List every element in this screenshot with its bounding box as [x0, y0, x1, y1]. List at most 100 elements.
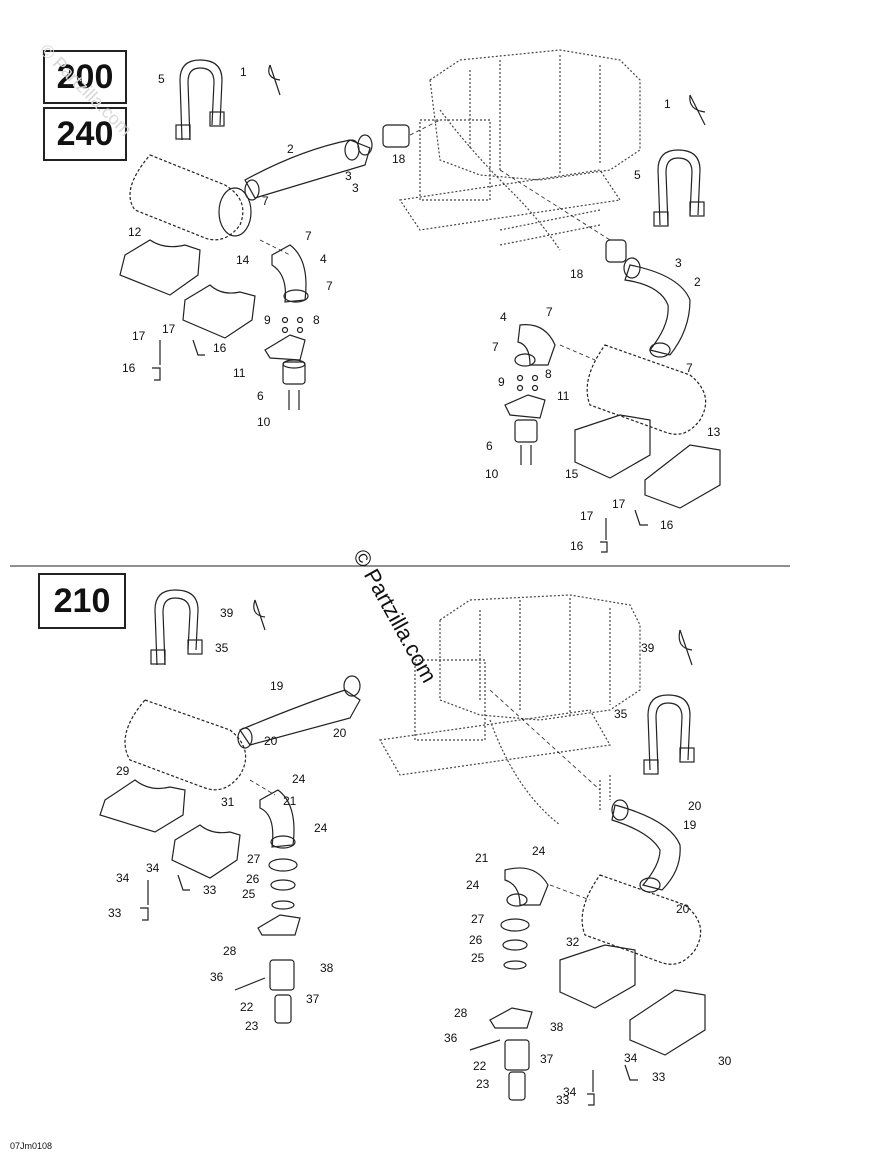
block-31	[171, 824, 241, 879]
callout-bottom-left-37: 37	[306, 992, 320, 1006]
callout-bottom-right-24: 24	[466, 878, 480, 892]
callout-bottom-left-29: 29	[116, 764, 130, 778]
callout-bottom-left-38: 38	[320, 961, 334, 975]
engine-top	[398, 49, 641, 251]
callout-top-right-7: 7	[492, 340, 499, 354]
block-29	[99, 779, 186, 833]
callout-bottom-right-32: 32	[566, 935, 580, 949]
callout-bottom-right-38: 38	[550, 1020, 564, 1034]
callout-top-left-17: 17	[162, 322, 176, 336]
callout-top-right-7: 7	[686, 361, 693, 375]
strap-top-right	[657, 149, 701, 226]
stack-bottom-right	[469, 918, 533, 1101]
callout-top-right-5: 5	[634, 168, 641, 182]
callout-top-left-1: 1	[240, 65, 247, 79]
callout-top-left-2: 2	[287, 142, 294, 156]
callout-top-left-16: 16	[213, 341, 227, 355]
strap-bottom-left	[154, 589, 199, 666]
callout-bottom-left-20: 20	[333, 726, 347, 740]
strap-top-left	[179, 59, 223, 141]
callout-top-right-10: 10	[485, 467, 499, 481]
elbow-top-left	[271, 244, 307, 303]
callout-bottom-right-34: 34	[563, 1085, 577, 1099]
callout-bottom-left-39: 39	[220, 606, 234, 620]
block-12	[119, 239, 201, 296]
callout-bottom-left-33: 33	[108, 906, 122, 920]
callout-bottom-right-19: 19	[683, 818, 697, 832]
callout-bottom-left-34: 34	[146, 861, 160, 875]
callout-top-left-12: 12	[128, 225, 142, 239]
callout-bottom-left-33: 33	[203, 883, 217, 897]
callout-bottom-right-22: 22	[473, 1059, 487, 1073]
fasteners-top-left	[264, 316, 306, 410]
elbow-bottom-right	[504, 867, 549, 906]
callout-bottom-right-26: 26	[469, 933, 483, 947]
callout-bottom-right-36: 36	[444, 1031, 458, 1045]
callout-top-left-11: 11	[233, 366, 246, 380]
callout-bottom-left-22: 22	[240, 1000, 254, 1014]
hose-top-right	[624, 264, 691, 356]
hose-bottom-left	[239, 689, 361, 746]
hose-bottom-right	[611, 804, 681, 891]
brackets-top-left	[152, 339, 205, 381]
callout-bottom-right-23: 23	[476, 1077, 490, 1091]
callout-top-right-7: 7	[546, 305, 553, 319]
callout-top-left-9: 9	[264, 313, 271, 327]
muffler-top-left	[129, 154, 252, 241]
callout-top-right-4: 4	[500, 310, 507, 324]
callout-bottom-left-25: 25	[242, 887, 256, 901]
callout-bottom-left-20: 20	[264, 734, 278, 748]
callout-top-left-10: 10	[257, 415, 271, 429]
brackets-top-right	[600, 509, 648, 553]
muffler-bottom-left	[124, 699, 247, 791]
elbow-bottom-left	[259, 789, 295, 848]
callout-bottom-right-33: 33	[652, 1070, 666, 1084]
callout-top-right-11: 11	[557, 389, 570, 403]
callout-top-left-4: 4	[320, 252, 327, 266]
engine-bottom	[379, 594, 641, 826]
fasteners-top-right	[504, 374, 546, 465]
callout-top-left-7: 7	[305, 229, 312, 243]
callout-bottom-right-27: 27	[471, 912, 485, 926]
callout-bottom-right-34: 34	[624, 1051, 638, 1065]
model-box-200: 200	[43, 50, 127, 104]
callout-bottom-left-28: 28	[223, 944, 237, 958]
callout-top-right-1: 1	[664, 97, 671, 111]
callout-top-left-7: 7	[262, 194, 269, 208]
callout-top-left-18: 18	[392, 152, 406, 166]
callout-bottom-left-26: 26	[246, 872, 260, 886]
callout-bottom-left-34: 34	[116, 871, 130, 885]
model-box-210: 210	[38, 573, 126, 629]
callout-top-right-6: 6	[486, 439, 493, 453]
callout-bottom-left-31: 31	[221, 795, 235, 809]
callout-bottom-left-24: 24	[292, 772, 306, 786]
block-30	[629, 989, 706, 1056]
callout-top-left-3: 3	[345, 169, 352, 183]
callout-top-right-9: 9	[498, 375, 505, 389]
callout-bottom-right-21: 21	[475, 851, 489, 865]
callout-bottom-left-24: 24	[314, 821, 328, 835]
callout-bottom-right-30: 30	[718, 1054, 732, 1068]
brackets-bottom-right	[587, 1064, 638, 1106]
callout-bottom-right-37: 37	[540, 1052, 554, 1066]
callout-bottom-left-35: 35	[215, 641, 229, 655]
callout-bottom-right-33: 33	[556, 1093, 570, 1107]
callout-bottom-right-20: 20	[676, 902, 690, 916]
callout-top-right-18: 18	[570, 267, 584, 281]
block-32	[559, 944, 636, 1009]
muffler-top-right	[586, 344, 707, 435]
brackets-bottom-left	[140, 874, 190, 921]
block-14	[182, 284, 256, 339]
model-box-240: 240	[43, 107, 127, 161]
callout-bottom-left-23: 23	[245, 1019, 259, 1033]
callout-top-left-3: 3	[352, 181, 359, 195]
callout-bottom-right-20: 20	[688, 799, 702, 813]
callout-bottom-right-28: 28	[454, 1006, 468, 1020]
drawing-code: 07Jm0108	[10, 1141, 53, 1151]
callout-bottom-left-21: 21	[283, 794, 297, 808]
block-13	[644, 444, 721, 509]
callout-bottom-left-27: 27	[247, 852, 261, 866]
strap-bottom-right	[647, 694, 691, 771]
